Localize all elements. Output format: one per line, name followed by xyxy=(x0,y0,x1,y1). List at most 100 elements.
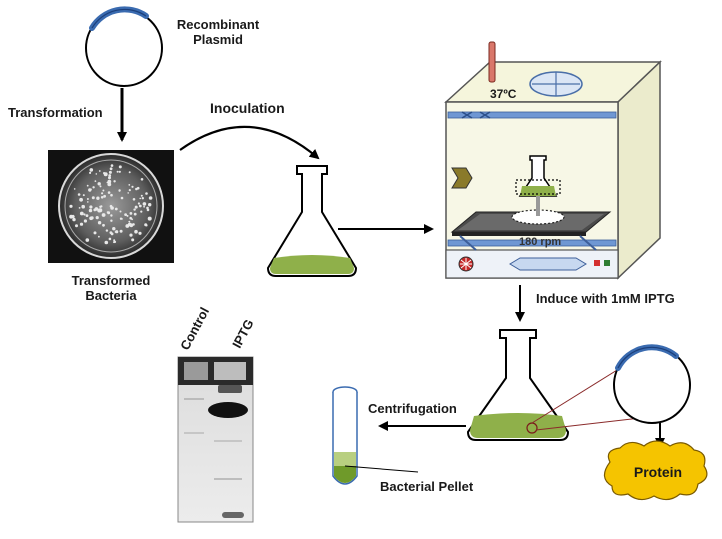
colony-dot xyxy=(114,231,117,233)
colony-dot xyxy=(103,194,106,198)
colony-dot xyxy=(141,197,144,200)
colony-dot xyxy=(88,208,93,213)
recombinant-label-line1: Recombinant xyxy=(176,17,260,32)
colony-dot xyxy=(97,221,102,225)
colony-dot xyxy=(73,188,76,190)
colony-dot xyxy=(119,229,123,233)
shaker-incubator-icon xyxy=(444,41,662,280)
colony-dot xyxy=(105,229,109,232)
colony-dot xyxy=(108,174,112,177)
inoculation-label: Inoculation xyxy=(210,100,285,116)
colony-dot xyxy=(106,181,109,184)
colony-dot xyxy=(99,185,102,188)
colony-dot xyxy=(69,204,73,208)
recombinant-plasmid-label: Recombinant Plasmid xyxy=(162,17,274,48)
colony-dot xyxy=(126,214,129,217)
colony-dot xyxy=(144,203,146,205)
colony-dot xyxy=(145,192,148,195)
colony-dot xyxy=(79,222,84,226)
colony-dot xyxy=(97,182,101,186)
colony-dot xyxy=(110,214,113,217)
colony-dot xyxy=(128,184,131,186)
colony-dot xyxy=(131,238,135,242)
colony-dot xyxy=(107,191,111,194)
colony-dot xyxy=(146,206,149,210)
colony-dot xyxy=(109,231,113,235)
transformation-label: Transformation xyxy=(8,105,103,120)
zoom-line-lower xyxy=(535,417,641,431)
colony-dot xyxy=(103,172,108,177)
colony-dot xyxy=(113,180,116,183)
colony-dot xyxy=(143,205,146,208)
colony-dot xyxy=(113,240,117,244)
colony-dot xyxy=(134,205,138,209)
colony-dot xyxy=(89,171,92,174)
colony-dot xyxy=(79,197,83,202)
colony-dot xyxy=(132,198,136,201)
colony-dot xyxy=(99,205,102,208)
colony-dot xyxy=(93,208,97,212)
colony-dot xyxy=(101,213,106,217)
colony-dot xyxy=(107,182,112,187)
colony-dot xyxy=(75,224,78,228)
colony-dot xyxy=(92,186,95,189)
culture-flask-icon xyxy=(266,165,358,277)
colony-dot xyxy=(83,213,86,216)
colony-dot xyxy=(87,201,89,203)
colony-dot xyxy=(140,210,143,213)
colony-dot xyxy=(81,205,85,208)
colony-dot xyxy=(140,194,143,197)
colony-dot xyxy=(138,204,142,208)
colony-dot xyxy=(109,167,113,171)
colony-dot xyxy=(101,192,104,195)
test-tube-icon xyxy=(332,386,358,485)
colony-dot xyxy=(146,208,150,212)
temperature-label: 37ºC xyxy=(490,87,517,101)
colony-dot xyxy=(114,207,118,211)
colony-dot xyxy=(89,168,94,172)
transformed-bacteria-label: Transformed Bacteria xyxy=(52,273,170,304)
colony-dot xyxy=(72,214,74,217)
pellet-pointer-line xyxy=(344,465,419,473)
bacterial-pellet-label: Bacterial Pellet xyxy=(380,479,474,494)
colony-dot xyxy=(98,208,103,213)
colony-dot xyxy=(128,171,131,174)
plasmid-label-line2: Plasmid xyxy=(193,31,243,47)
colony-dot xyxy=(148,203,152,207)
colony-dot xyxy=(125,224,130,228)
colony-dot xyxy=(108,237,112,241)
colony-dot xyxy=(110,219,113,222)
colony-dot xyxy=(118,165,122,169)
colony-dot xyxy=(127,192,129,194)
colony-dot xyxy=(147,216,152,221)
shaker-speed-label: 180 rpm xyxy=(519,236,562,248)
colony-dot xyxy=(85,214,89,218)
colony-dot xyxy=(137,202,140,205)
colony-dot xyxy=(83,219,87,223)
colony-dot xyxy=(89,216,93,221)
colony-dot xyxy=(69,214,73,219)
colony-dot xyxy=(136,186,140,190)
colony-dot xyxy=(129,233,133,237)
colony-dot xyxy=(145,224,148,227)
colony-dot xyxy=(79,211,84,216)
colony-dot xyxy=(118,189,121,192)
colony-dot xyxy=(119,210,122,213)
protein-blob-icon xyxy=(603,440,708,501)
inoculation-arrow xyxy=(179,125,320,160)
colony-dot xyxy=(108,170,112,174)
colony-dot xyxy=(95,216,99,220)
colony-dot xyxy=(138,231,142,235)
colony-dot xyxy=(110,164,114,167)
colony-dot xyxy=(96,196,100,200)
colony-dot xyxy=(90,188,92,191)
colony-dot xyxy=(95,173,98,175)
centrifugation-label: Centrifugation xyxy=(368,401,457,416)
colony-dot xyxy=(131,185,134,188)
colony-dot xyxy=(128,220,131,223)
colony-dot xyxy=(108,176,111,180)
colony-dot xyxy=(129,212,133,215)
colony-dot xyxy=(134,229,138,234)
